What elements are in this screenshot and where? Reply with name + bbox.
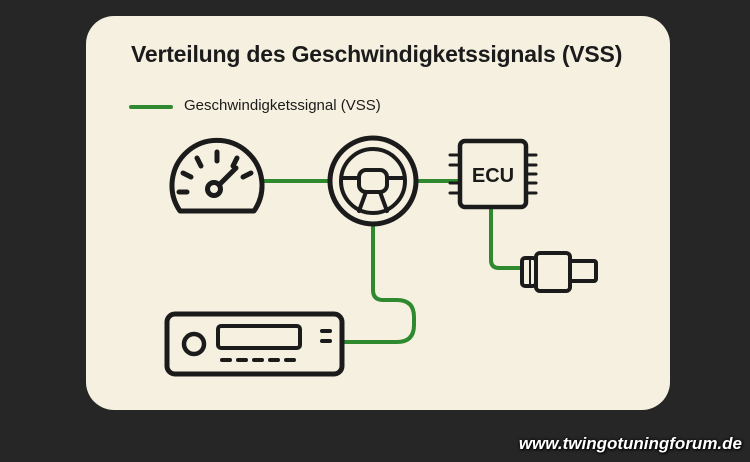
car-radio-icon [164, 311, 345, 377]
speed-sensor-icon [520, 251, 598, 293]
watermark-text: www.twingotuningforum.de [518, 434, 742, 453]
wire-wheel-to-radio [340, 223, 416, 344]
signal-wires [260, 179, 522, 344]
ecu-chip-icon [448, 138, 538, 210]
steering-wheel-icon [327, 135, 419, 227]
diagram-title: Verteilung des Geschwindigketssignals (V… [131, 41, 623, 67]
ecu-label: ECU [472, 165, 514, 187]
legend-line-swatch [129, 105, 173, 109]
wire-ecu-to-sensor [489, 205, 522, 270]
legend-label: Geschwindigketssignal (VSS) [184, 97, 381, 114]
speedometer-icon [169, 137, 265, 214]
